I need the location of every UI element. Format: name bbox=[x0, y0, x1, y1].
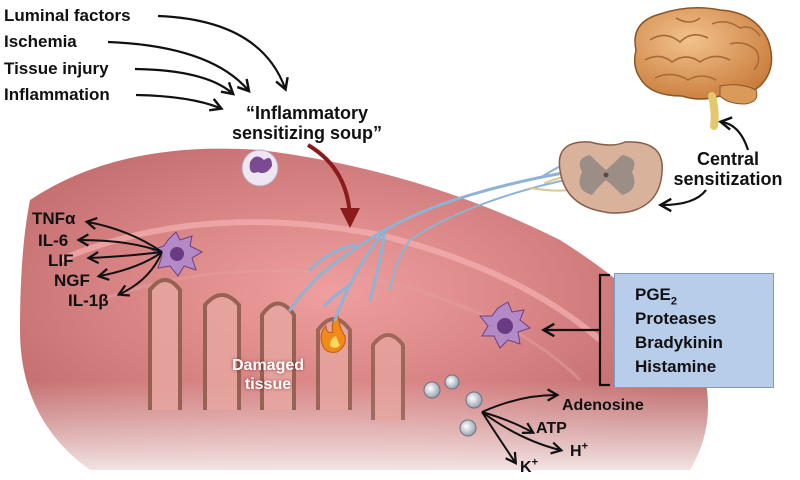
label-atp: ATP bbox=[536, 420, 567, 437]
soup-to-tissue-arrow bbox=[306, 143, 360, 228]
brain-icon bbox=[633, 7, 773, 130]
mediator-box: PGE2 Proteases Bradykinin Histamine bbox=[614, 273, 774, 388]
label-central-line1: Central bbox=[696, 149, 759, 169]
gut-tissue bbox=[0, 148, 800, 480]
label-pge2: PGE2 bbox=[635, 285, 678, 308]
mediator-bracket bbox=[540, 273, 610, 387]
label-soup-line2: sensitizing soup” bbox=[231, 123, 382, 143]
central-arrows bbox=[657, 116, 750, 213]
villi bbox=[148, 278, 405, 420]
label-tnf: TNFα bbox=[32, 209, 76, 228]
label-bradykinin: Bradykinin bbox=[635, 333, 723, 352]
neutrophil-cell bbox=[241, 149, 279, 187]
label-soup-line1: “Inflammatory bbox=[245, 103, 369, 123]
label-damaged-line2: tissue bbox=[244, 376, 292, 393]
label-proteases: Proteases bbox=[635, 309, 717, 328]
label-adenosine: Adenosine bbox=[562, 397, 644, 414]
label-inflammation: Inflammation bbox=[4, 85, 110, 104]
label-histamine: Histamine bbox=[635, 357, 717, 376]
label-tissue-injury: Tissue injury bbox=[4, 59, 109, 78]
macrophage-cell bbox=[478, 301, 532, 349]
label-h-ion: H+ bbox=[570, 440, 588, 460]
label-ngf: NGF bbox=[54, 271, 90, 290]
platelet-cells bbox=[423, 374, 483, 437]
label-luminal-factors: Luminal factors bbox=[4, 6, 131, 25]
label-ischemia: Ischemia bbox=[4, 32, 77, 51]
spinal-cord-icon bbox=[558, 141, 663, 214]
label-damaged-line1: Damaged bbox=[231, 357, 305, 374]
cytokine-arrows bbox=[76, 217, 163, 297]
label-central-line2: sensitization bbox=[673, 169, 783, 189]
label-lif: LIF bbox=[48, 251, 74, 270]
trigger-arrows bbox=[107, 14, 289, 112]
label-k-ion: K+ bbox=[520, 456, 538, 476]
label-il1: IL-1β bbox=[68, 291, 109, 310]
label-il6: IL-6 bbox=[38, 231, 69, 250]
damage-flame-icon bbox=[320, 315, 346, 353]
nerve-fiber bbox=[288, 159, 582, 322]
ion-arrows bbox=[481, 388, 564, 466]
